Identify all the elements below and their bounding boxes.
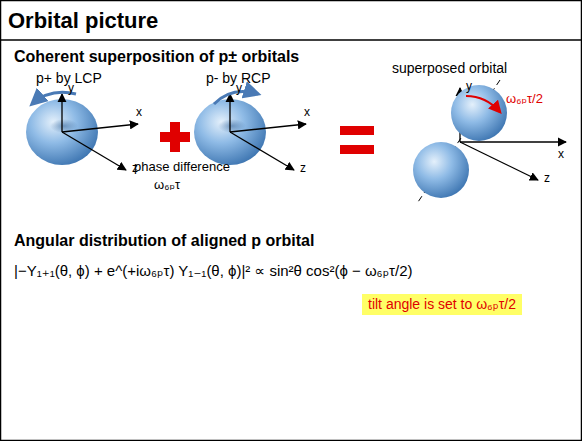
- axis-label: y: [466, 80, 472, 94]
- slide-title: Orbital picture: [8, 8, 158, 33]
- orbital-caption: superposed orbital: [392, 60, 507, 76]
- title-rule: [0, 39, 582, 41]
- axis-label: z: [544, 172, 550, 186]
- axis-label: x: [304, 106, 310, 120]
- superposed-orbital: [413, 80, 566, 202]
- highlight-box: tilt angle is set to ω₆ₚτ/2: [362, 294, 522, 315]
- section-heading: Coherent superposition of p± orbitals: [14, 48, 299, 66]
- axis-label: x: [136, 106, 142, 120]
- phase-label: phase difference: [134, 160, 230, 175]
- angle-label: ω₆ₚτ/2: [506, 92, 543, 107]
- axis-label: y: [236, 82, 242, 96]
- axis-label: x: [558, 148, 564, 162]
- equals-sign: [340, 126, 374, 154]
- p-minus-orbital: [194, 92, 306, 170]
- formula: |−Y₁₊₁(θ, ϕ) + e^(+iω₆ₚτ) Y₁₋₁(θ, ϕ)|² ∝…: [14, 262, 413, 279]
- section-heading: Angular distribution of aligned p orbita…: [14, 232, 314, 250]
- highlight-text: tilt angle is set to ω₆ₚτ/2: [368, 296, 516, 312]
- plus-sign: [160, 122, 190, 152]
- p-plus-orbital: [26, 92, 138, 170]
- axis-label: z: [300, 162, 306, 176]
- axis-label: y: [68, 82, 74, 96]
- phase-label: ω₆ₚτ: [154, 178, 180, 193]
